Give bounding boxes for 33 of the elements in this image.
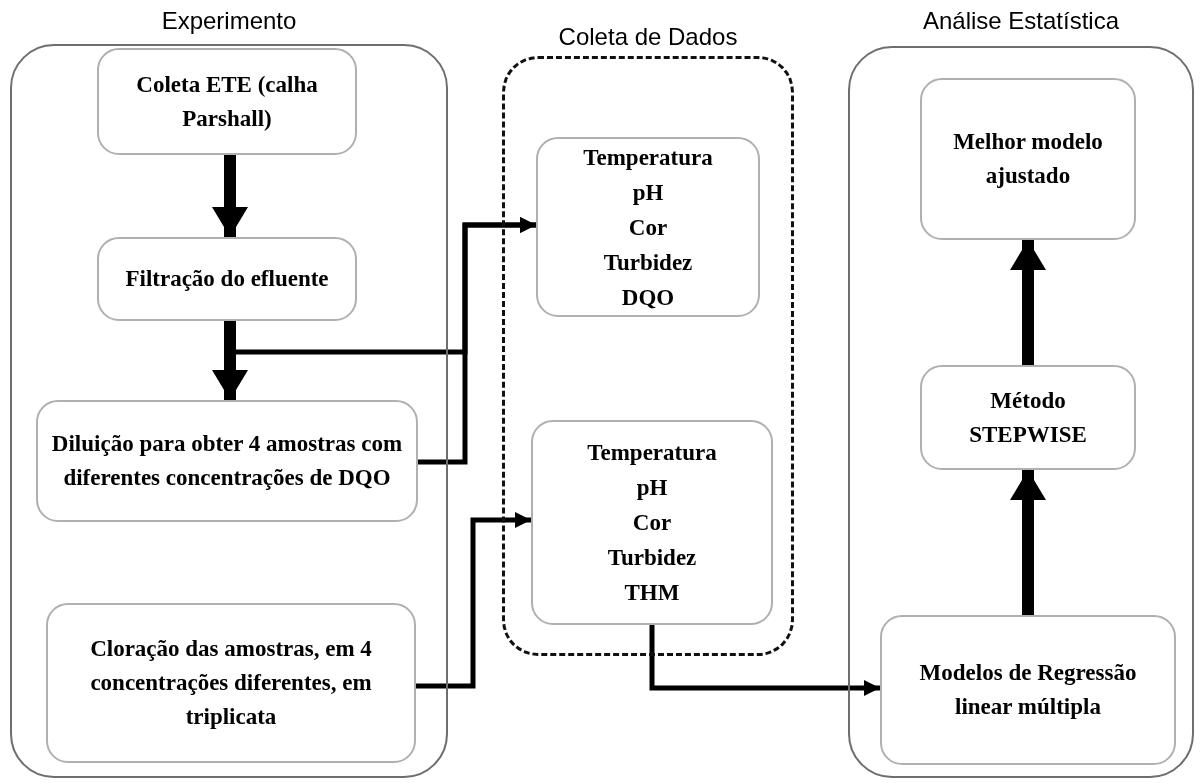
process-box <box>920 78 1136 240</box>
process-box <box>97 237 357 321</box>
process-box <box>46 603 416 763</box>
parameter-label: Turbidez <box>607 544 697 572</box>
arrow <box>1010 470 1046 615</box>
parameter-label: Temperatura <box>587 439 717 467</box>
process-label: Coleta ETE (calha Parshall) <box>135 70 319 133</box>
process-label: Diluição para obter 4 amostras com diferentes concentrações de DQO <box>50 430 404 492</box>
parameter-label: Cor <box>628 213 668 242</box>
process-label: Cloração das amostras, em 4 concentrações diferentes, em triplicata <box>89 635 373 731</box>
parameter-label: pH <box>636 474 668 502</box>
parameter-label: THM <box>624 579 680 607</box>
parameter-label: Temperatura <box>583 143 713 172</box>
parameter-label: Turbidez <box>603 248 693 277</box>
process-box <box>536 137 760 317</box>
process-label: Método STEPWISE <box>968 386 1088 449</box>
process-box <box>36 400 418 522</box>
process-label: Modelos de Regressão linear múltipla <box>918 659 1138 721</box>
arrow <box>416 512 531 689</box>
process-label: Filtração do efluente <box>125 265 329 293</box>
process-box <box>920 365 1136 470</box>
process-label: Melhor modelo ajustado <box>952 128 1104 190</box>
process-box <box>97 48 357 155</box>
parameter-label: DQO <box>621 283 675 312</box>
process-box <box>531 420 773 625</box>
arrow <box>212 155 248 237</box>
arrow <box>1010 240 1046 365</box>
process-box <box>880 615 1176 765</box>
parameter-label: Cor <box>632 509 672 537</box>
arrow <box>212 321 248 400</box>
parameter-label: pH <box>632 178 664 207</box>
arrow <box>649 625 880 696</box>
arrow <box>418 217 536 465</box>
